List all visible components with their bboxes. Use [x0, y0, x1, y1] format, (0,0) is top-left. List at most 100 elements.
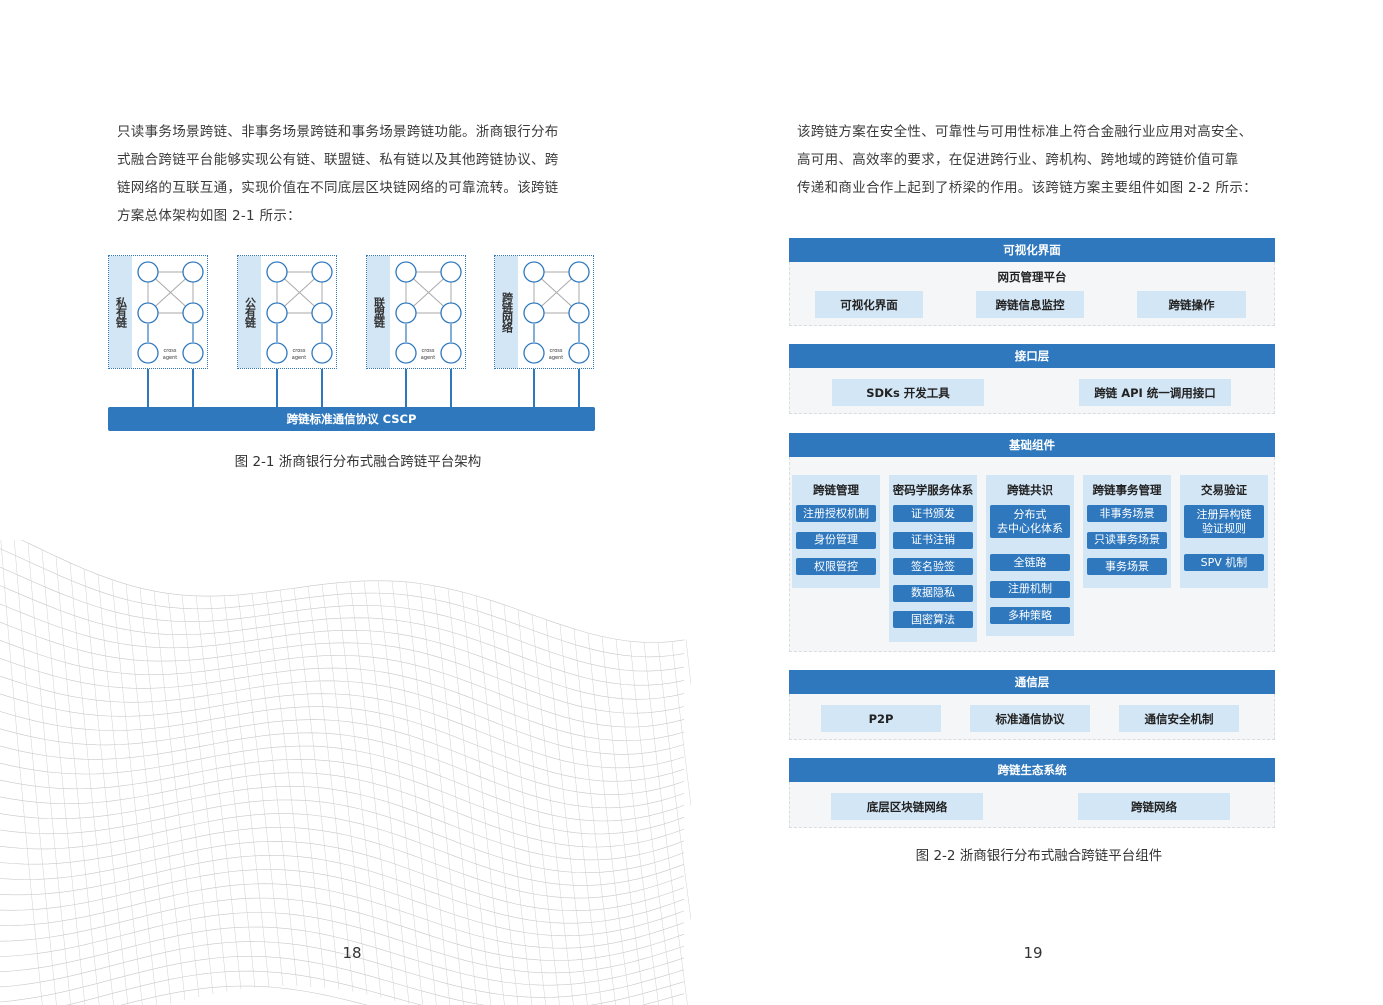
component-box: 跨链信息监控	[976, 291, 1084, 318]
protocol-bar: 跨链标准通信协议 CSCP	[108, 407, 595, 431]
component-box: 通信安全机制	[1119, 705, 1239, 732]
wave-mesh-background	[0, 540, 691, 1005]
mesh-line	[0, 548, 685, 658]
mesh-line	[0, 732, 685, 809]
web-platform-label: 网页管理平台	[997, 270, 1067, 284]
mesh-line	[0, 883, 685, 949]
component-pill: 证书颁发	[893, 505, 973, 522]
mesh-line	[111, 579, 157, 1005]
component-pill: 数据隐私	[893, 584, 973, 602]
mesh-line	[0, 897, 685, 961]
mesh-line	[503, 604, 546, 1005]
component-box: 标准通信协议	[970, 705, 1090, 732]
chain-label: 公有链	[238, 256, 261, 368]
svg-text:agent: agent	[163, 355, 177, 361]
mesh-line	[0, 799, 685, 874]
svg-text:cross: cross	[293, 348, 306, 354]
connector-arrow	[276, 369, 278, 407]
mesh-line	[69, 562, 114, 1005]
component-box: 跨链网络	[1078, 793, 1230, 820]
component-pill: 分布式 去中心化体系	[990, 505, 1070, 538]
mesh-line	[0, 585, 685, 686]
connector-arrow	[405, 369, 407, 407]
component-pill: 注册异构链 验证规则	[1184, 505, 1264, 538]
svg-text:cross: cross	[550, 348, 563, 354]
mesh-line	[405, 581, 451, 1005]
chain-label: 跨链网络	[495, 256, 518, 368]
component-box: 底层区块链网络	[831, 793, 983, 820]
base-components-header: 基础组件	[789, 433, 1275, 457]
mesh-line	[377, 580, 423, 1005]
ecosystem-header: 跨链生态系统	[789, 758, 1275, 782]
component-pill: 注册机制	[990, 580, 1070, 598]
mesh-line	[120, 985, 368, 1005]
component-pill: 证书注销	[893, 531, 973, 549]
component-pill: 注册授权机制	[796, 505, 876, 522]
component-pill: 权限管控	[796, 558, 876, 575]
component-pill: 非事务场景	[1087, 505, 1167, 522]
component-pill: 签名验签	[893, 558, 973, 575]
mesh-line	[97, 574, 143, 1005]
mesh-line	[265, 591, 312, 987]
mesh-line	[447, 588, 492, 1005]
connector-arrow	[578, 369, 580, 407]
figure-caption-2-1: 图 2-1 浙商银行分布式融合跨链平台架构	[234, 454, 482, 470]
column-title: 跨链共识	[1007, 483, 1053, 497]
component-column: 跨链管理注册授权机制身份管理权限管控	[792, 475, 880, 588]
mesh-line	[587, 632, 631, 1005]
mesh-line	[615, 639, 659, 1005]
component-column: 密码学服务体系证书颁发证书注销签名验签数据隐私国密算法	[889, 475, 977, 642]
mesh-line	[461, 591, 505, 1005]
column-title: 密码学服务体系	[892, 483, 974, 497]
mesh-line	[41, 549, 86, 1005]
column-title: 跨链事务管理	[1092, 483, 1162, 497]
visual-layer-header: 可视化界面	[789, 238, 1275, 262]
mesh-line	[433, 585, 478, 1005]
left-paragraph: 只读事务场景跨链、非事务场景跨链和事务场景跨链功能。浙商银行分布式融合跨链平台能…	[117, 124, 559, 224]
mesh-line	[629, 641, 674, 1005]
mesh-line	[0, 840, 685, 912]
svg-text:agent: agent	[549, 355, 563, 361]
mesh-line	[517, 609, 560, 1005]
mesh-line	[0, 855, 685, 924]
mesh-line	[0, 745, 685, 822]
mesh-line	[0, 658, 685, 742]
mesh-line	[0, 772, 685, 848]
mesh-line	[167, 593, 214, 995]
page-number: 18	[342, 944, 362, 962]
component-pill: SPV 机制	[1184, 554, 1264, 571]
mesh-line	[0, 621, 685, 714]
component-pill: 全链路	[990, 554, 1070, 571]
comm-layer-header: 通信层	[789, 670, 1275, 694]
mesh-line	[0, 706, 685, 782]
mesh-line	[0, 785, 685, 861]
mesh-line	[363, 580, 410, 1005]
column-title: 交易验证	[1201, 483, 1247, 497]
interface-layer-header: 接口层	[789, 344, 1275, 368]
mesh-line	[643, 642, 688, 1005]
component-box: SDKs 开发工具	[832, 379, 984, 406]
svg-text:cross: cross	[164, 348, 177, 354]
mesh-line	[20, 540, 685, 643]
svg-text:agent: agent	[421, 355, 435, 361]
connector-arrow	[192, 369, 194, 407]
mesh-line	[181, 594, 228, 992]
mesh-line	[0, 869, 685, 937]
column-title: 跨链管理	[813, 483, 859, 497]
component-box: 跨链 API 统一调用接口	[1079, 379, 1231, 406]
mesh-line	[0, 758, 685, 835]
mesh-line	[223, 595, 270, 987]
mesh-line	[419, 583, 464, 1005]
connector-arrow	[321, 369, 323, 407]
component-pill: 身份管理	[796, 531, 876, 549]
figure-caption-2-2: 图 2-2 浙商银行分布式融合跨链平台组件	[915, 848, 1163, 864]
mesh-line	[0, 640, 685, 728]
component-pill: 事务场景	[1087, 558, 1167, 575]
